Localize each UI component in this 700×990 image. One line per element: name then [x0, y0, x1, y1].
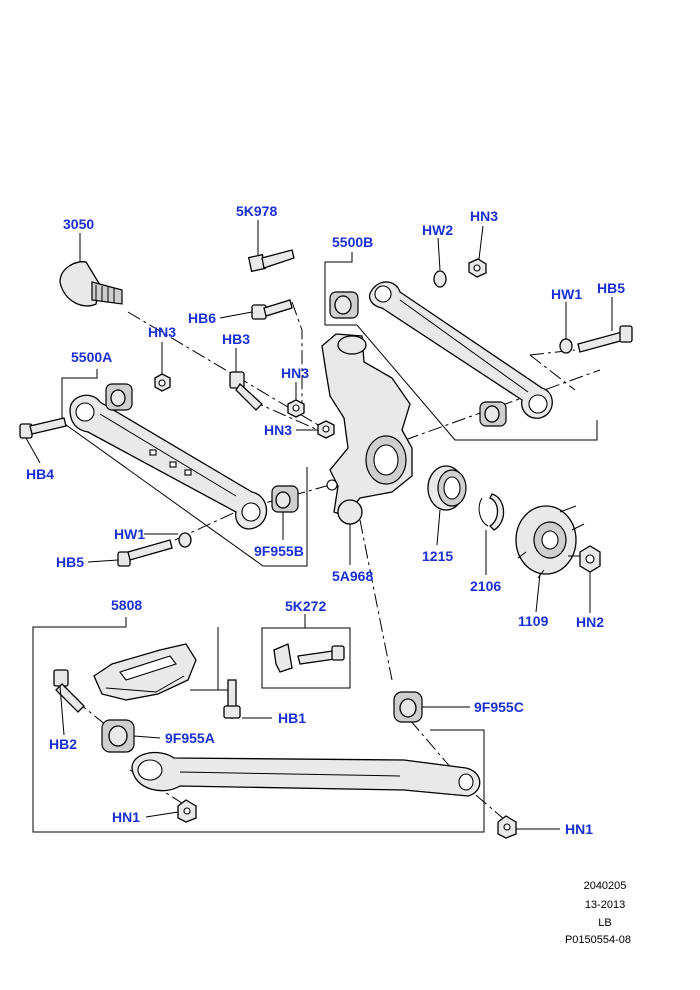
bushing-9f955c-part[interactable] — [393, 691, 423, 723]
label-hb6[interactable]: HB6 — [188, 310, 216, 326]
label-hn3-top[interactable]: HN3 — [470, 208, 498, 224]
ref-date: 13-2013 — [585, 899, 625, 911]
washer-hw2-top-part[interactable] — [433, 270, 447, 288]
group-box-5k272 — [261, 627, 351, 689]
group-box-5808 — [32, 617, 485, 833]
bushing-9f955b-part[interactable] — [271, 485, 299, 513]
bolt-hb2-part[interactable] — [53, 669, 85, 713]
label-5k978[interactable]: 5K978 — [236, 203, 277, 219]
nut-hn2-part[interactable] — [579, 545, 601, 573]
bolt-hb3-part[interactable] — [229, 371, 263, 411]
leader-lines — [25, 220, 613, 830]
assembly-line-lower — [359, 519, 393, 681]
bushing-5500b-inner-part[interactable] — [329, 291, 359, 319]
ref-code: 2040205 — [584, 880, 627, 892]
label-hb3[interactable]: HB3 — [222, 331, 250, 347]
hub-1109-part[interactable] — [515, 505, 585, 579]
knuckle-5a968-part[interactable] — [321, 333, 413, 525]
nut-hn1-left-part[interactable] — [177, 799, 197, 823]
washer-hw1-left-part[interactable] — [178, 532, 192, 548]
lower-arm-part[interactable] — [131, 751, 481, 797]
bolt-5k978-part[interactable] — [247, 249, 295, 273]
nut-hn3-left-part[interactable] — [154, 373, 171, 392]
bolt-hb4-part[interactable] — [19, 417, 67, 439]
nut-hn1-right-part[interactable] — [497, 815, 517, 839]
label-hn3-mid[interactable]: HN3 — [281, 365, 309, 381]
label-hn3-mid2[interactable]: HN3 — [264, 422, 292, 438]
driveshaft-joint-part[interactable] — [59, 261, 123, 307]
bushing-5500b-outer-part[interactable] — [479, 401, 507, 427]
assembly-line-5500a — [174, 484, 331, 541]
label-hb2[interactable]: HB2 — [49, 736, 77, 752]
ref-illustration-id: P0150554-08 — [565, 934, 631, 946]
label-5500b[interactable]: 5500B — [332, 234, 373, 250]
label-hn2[interactable]: HN2 — [576, 614, 604, 630]
circlip-2106-part[interactable] — [478, 493, 505, 531]
assembly-line-hb6 — [291, 301, 303, 410]
group-box-5500b — [324, 252, 598, 441]
label-9f955c[interactable]: 9F955C — [474, 699, 524, 715]
bolt-hb1-part[interactable] — [223, 679, 241, 719]
washer-hw1-right-part[interactable] — [559, 338, 573, 354]
arm-5500a-part[interactable] — [69, 394, 268, 530]
clip-5k272-part[interactable] — [273, 643, 345, 673]
upper-arm-5500b-part[interactable] — [368, 281, 553, 419]
label-1215[interactable]: 1215 — [422, 548, 453, 564]
label-2106[interactable]: 2106 — [470, 578, 501, 594]
label-hn3-left[interactable]: HN3 — [148, 324, 176, 340]
label-9f955a[interactable]: 9F955A — [165, 730, 215, 746]
bolt-hb6-part[interactable] — [251, 299, 293, 320]
label-hn1-left[interactable]: HN1 — [112, 809, 140, 825]
label-5a968[interactable]: 5A968 — [332, 568, 373, 584]
label-hb1[interactable]: HB1 — [278, 710, 306, 726]
label-hw1-left[interactable]: HW1 — [114, 526, 145, 542]
ref-lang: LB — [598, 917, 611, 929]
label-hn1-right[interactable]: HN1 — [565, 821, 593, 837]
bracket-5808-part[interactable] — [93, 643, 197, 701]
label-hb5-left[interactable]: HB5 — [56, 554, 84, 570]
assembly-line-lower-arm — [409, 719, 506, 821]
label-hb5-right[interactable]: HB5 — [597, 280, 625, 296]
bolt-hb5-right-part[interactable] — [577, 325, 633, 353]
bolt-hb5-left-part[interactable] — [117, 539, 173, 567]
label-hw1-right[interactable]: HW1 — [551, 286, 582, 302]
nut-hn3-top-part[interactable] — [468, 258, 487, 278]
nut-hn3-mid-part[interactable] — [287, 399, 305, 418]
assembly-line-5500b — [529, 354, 576, 391]
label-5808[interactable]: 5808 — [111, 597, 142, 613]
label-1109[interactable]: 1109 — [518, 613, 549, 629]
label-9f955b[interactable]: 9F955B — [254, 543, 304, 559]
bushing-9f955a-part[interactable] — [101, 719, 135, 753]
bushing-5500a-inner-part[interactable] — [105, 383, 133, 411]
label-hb4[interactable]: HB4 — [26, 466, 54, 482]
label-5k272[interactable]: 5K272 — [285, 598, 326, 614]
bearing-1215-part[interactable] — [427, 465, 467, 511]
label-hw2-top[interactable]: HW2 — [422, 222, 453, 238]
label-5500a[interactable]: 5500A — [71, 349, 112, 365]
nut-hn3-mid2-part[interactable] — [317, 420, 335, 439]
label-3050[interactable]: 3050 — [63, 216, 94, 232]
